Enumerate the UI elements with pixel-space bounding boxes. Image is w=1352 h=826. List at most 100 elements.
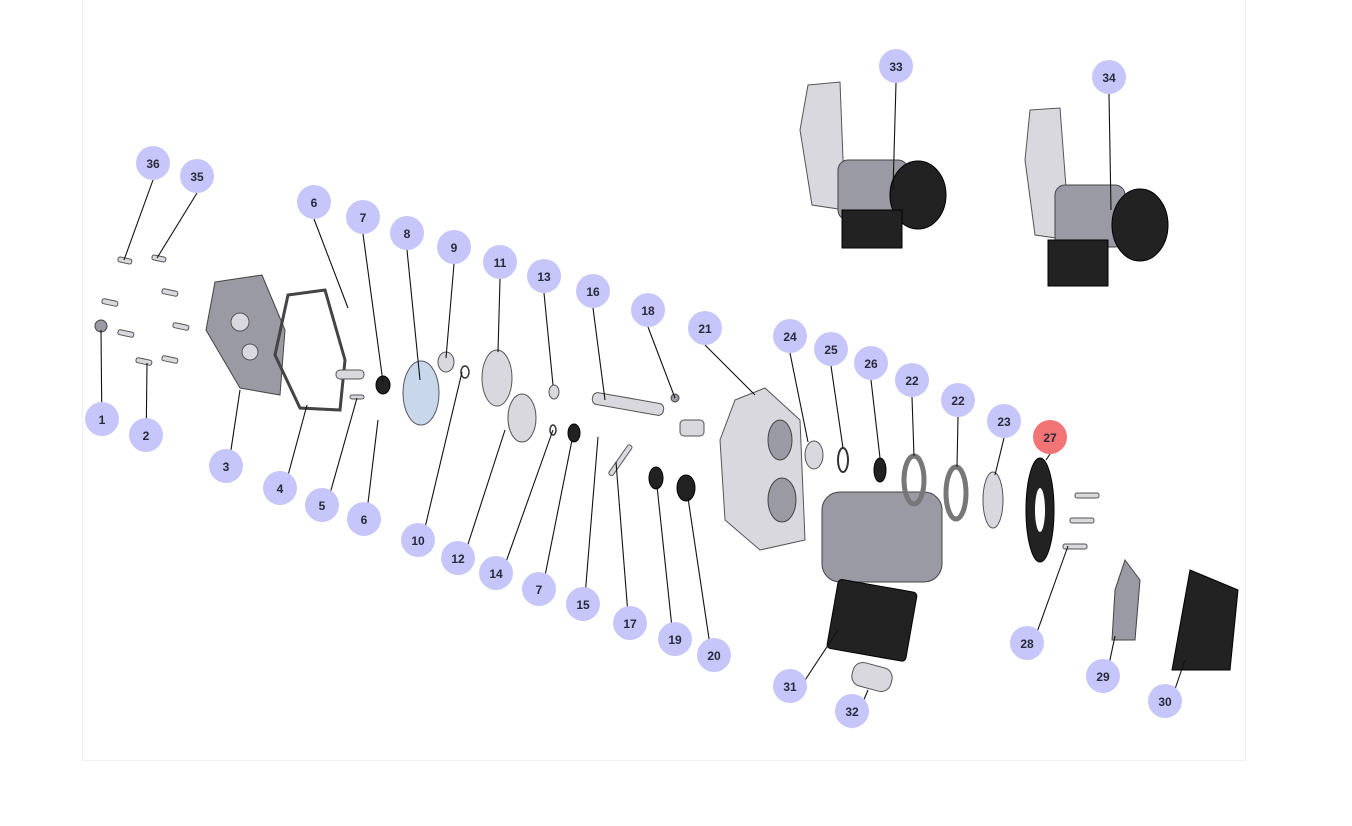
callout-25[interactable]: 25 xyxy=(814,332,848,366)
pulley-disc xyxy=(402,360,440,426)
callout-bubble[interactable] xyxy=(879,49,913,83)
leader-line xyxy=(789,352,809,443)
leader-line xyxy=(543,292,554,386)
callout-label: 22 xyxy=(905,374,919,388)
callout-bubble[interactable] xyxy=(263,471,297,505)
callout-label: 18 xyxy=(641,304,655,318)
callout-bubble[interactable] xyxy=(479,556,513,590)
callout-bubble[interactable] xyxy=(527,259,561,293)
callout-bubble[interactable] xyxy=(129,418,163,452)
callout-bubble[interactable] xyxy=(209,449,243,483)
callout-label: 35 xyxy=(190,170,204,184)
callout-11[interactable]: 11 xyxy=(483,245,517,279)
callout-31[interactable]: 31 xyxy=(773,669,807,703)
callout-bubble[interactable] xyxy=(1086,659,1120,693)
callout-label: 17 xyxy=(623,617,637,631)
callout-10[interactable]: 10 xyxy=(401,523,435,557)
callout-22[interactable]: 22 xyxy=(941,383,975,417)
callout-bubble[interactable] xyxy=(297,185,331,219)
callout-bubble[interactable] xyxy=(814,332,848,366)
callout-9[interactable]: 9 xyxy=(437,230,471,264)
callout-19[interactable]: 19 xyxy=(658,622,692,656)
callout-1[interactable]: 1 xyxy=(85,402,119,436)
callout-bubble[interactable] xyxy=(658,622,692,656)
callout-label: 9 xyxy=(451,241,458,255)
callout-bubble[interactable] xyxy=(441,541,475,575)
callout-17[interactable]: 17 xyxy=(613,606,647,640)
callout-label: 28 xyxy=(1020,637,1034,651)
callout-bubble[interactable] xyxy=(1033,420,1067,454)
leader-line xyxy=(313,218,349,309)
callout-7[interactable]: 7 xyxy=(522,572,556,606)
callout-4[interactable]: 4 xyxy=(263,471,297,505)
cover-plate xyxy=(205,274,286,396)
callout-18[interactable]: 18 xyxy=(631,293,665,327)
callout-bubble[interactable] xyxy=(347,502,381,536)
callout-29[interactable]: 29 xyxy=(1086,659,1120,693)
callout-label: 15 xyxy=(576,598,590,612)
callout-bubble[interactable] xyxy=(773,669,807,703)
callout-bubble[interactable] xyxy=(401,523,435,557)
callout-13[interactable]: 13 xyxy=(527,259,561,293)
callout-bubble[interactable] xyxy=(390,216,424,250)
callout-bubble[interactable] xyxy=(346,200,380,234)
callout-label: 3 xyxy=(223,460,230,474)
callout-bubble[interactable] xyxy=(895,363,929,397)
callout-21[interactable]: 21 xyxy=(688,311,722,345)
callout-bubble[interactable] xyxy=(522,572,556,606)
callout-14[interactable]: 14 xyxy=(479,556,513,590)
callout-bubble[interactable] xyxy=(483,245,517,279)
callout-bubble[interactable] xyxy=(835,694,869,728)
leader-line xyxy=(956,416,959,468)
callout-6[interactable]: 6 xyxy=(297,185,331,219)
callout-24[interactable]: 24 xyxy=(773,319,807,353)
callout-bubble[interactable] xyxy=(854,346,888,380)
callout-bubble[interactable] xyxy=(613,606,647,640)
assembled-motor-33 xyxy=(799,81,947,249)
callout-8[interactable]: 8 xyxy=(390,216,424,250)
callout-20[interactable]: 20 xyxy=(697,638,731,672)
callout-bubble[interactable] xyxy=(987,404,1021,438)
callout-5[interactable]: 5 xyxy=(305,488,339,522)
callout-bubble[interactable] xyxy=(85,402,119,436)
callout-bubble[interactable] xyxy=(697,638,731,672)
callout-bubble[interactable] xyxy=(631,293,665,327)
callout-label: 25 xyxy=(824,343,838,357)
callout-22[interactable]: 22 xyxy=(895,363,929,397)
callout-bubble[interactable] xyxy=(566,587,600,621)
callout-28[interactable]: 28 xyxy=(1010,626,1044,660)
leader-line xyxy=(830,365,844,449)
callout-16[interactable]: 16 xyxy=(576,274,610,308)
callout-35[interactable]: 35 xyxy=(180,159,214,193)
callout-36[interactable]: 36 xyxy=(136,146,170,180)
callout-12[interactable]: 12 xyxy=(441,541,475,575)
callout-bubble[interactable] xyxy=(1148,684,1182,718)
callout-7[interactable]: 7 xyxy=(346,200,380,234)
callout-bubble[interactable] xyxy=(941,383,975,417)
callout-bubble[interactable] xyxy=(773,319,807,353)
callout-bubble[interactable] xyxy=(305,488,339,522)
callout-bubble[interactable] xyxy=(136,146,170,180)
callout-15[interactable]: 15 xyxy=(566,587,600,621)
callout-3[interactable]: 3 xyxy=(209,449,243,483)
callout-34[interactable]: 34 xyxy=(1092,60,1126,94)
callout-33[interactable]: 33 xyxy=(879,49,913,83)
leader-line xyxy=(123,179,154,261)
callout-bubble[interactable] xyxy=(437,230,471,264)
callout-bubble[interactable] xyxy=(576,274,610,308)
callout-2[interactable]: 2 xyxy=(129,418,163,452)
callout-6[interactable]: 6 xyxy=(347,502,381,536)
callout-23[interactable]: 23 xyxy=(987,404,1021,438)
callout-26[interactable]: 26 xyxy=(854,346,888,380)
callout-bubble[interactable] xyxy=(688,311,722,345)
callout-32[interactable]: 32 xyxy=(835,694,869,728)
callout-bubble[interactable] xyxy=(1092,60,1126,94)
callout-label: 21 xyxy=(698,322,712,336)
callout-27[interactable]: 27 xyxy=(1033,420,1067,454)
callout-30[interactable]: 30 xyxy=(1148,684,1182,718)
callout-label: 29 xyxy=(1096,670,1110,684)
leader-line xyxy=(497,278,501,353)
callout-bubble[interactable] xyxy=(180,159,214,193)
callout-bubble[interactable] xyxy=(1010,626,1044,660)
